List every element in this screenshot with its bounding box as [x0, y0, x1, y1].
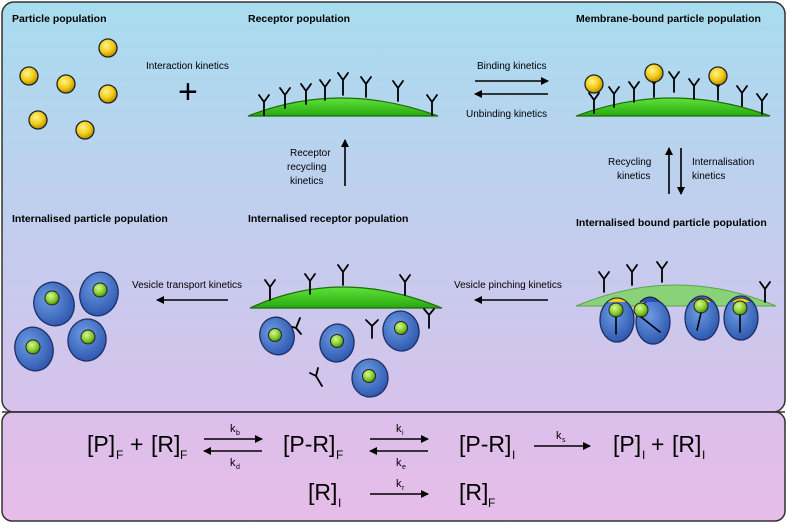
eq-term1-sub: F	[116, 448, 123, 462]
label-interaction-kinetics: Interaction kinetics	[146, 61, 229, 72]
equation-row-1: [P] F + [R] F k b k d [P-R] F k i k e [P…	[87, 423, 705, 471]
label-vesicle-transport: Vesicle transport kinetics	[132, 280, 242, 291]
title-internalised-bound: Internalised bound particle population	[576, 217, 767, 229]
eq-term4-sub: I	[512, 448, 515, 462]
eq-plus: +	[130, 431, 143, 457]
bottom-panel	[1, 411, 786, 522]
internalised-bound-particles	[575, 261, 777, 345]
label-internalisation-2: kinetics	[692, 171, 725, 182]
equation-row-2: [R] I k r [R] F	[308, 478, 495, 510]
eq-term6-sub: I	[702, 448, 705, 462]
k-d-sub: d	[236, 464, 240, 471]
label-internalisation-1: Internalisation	[692, 157, 754, 168]
title-internalised-particle: Internalised particle population	[12, 213, 168, 225]
k-b-sub: b	[236, 430, 240, 437]
eq-term6: [R]	[672, 431, 701, 457]
k-i: k	[396, 423, 402, 435]
k-e-sub: e	[402, 464, 406, 471]
particle	[28, 110, 48, 130]
k-r: k	[396, 478, 402, 490]
label-recycling-1: Recycling	[608, 157, 651, 168]
label-receptor-recycling-3: kinetics	[290, 176, 323, 187]
label-vesicle-pinching: Vesicle pinching kinetics	[454, 280, 562, 291]
k-e: k	[396, 457, 402, 469]
k-s-sub: s	[562, 437, 566, 444]
receptor-membrane	[247, 72, 439, 117]
internalised-particles	[14, 271, 119, 372]
eq2-term1: [R]	[308, 479, 337, 505]
title-membrane-bound: Membrane-bound particle population	[576, 13, 761, 25]
label-receptor-recycling-1: Receptor	[290, 148, 331, 159]
eq2-term2-sub: F	[488, 496, 495, 510]
eq-term2-sub: F	[180, 448, 187, 462]
k-s: k	[556, 430, 562, 442]
membrane-bound-particles	[575, 63, 771, 117]
eq-term5-sub: I	[642, 448, 645, 462]
k-i-sub: i	[402, 430, 404, 437]
k-d: k	[230, 457, 236, 469]
label-recycling-2: kinetics	[617, 171, 650, 182]
label-receptor-recycling-2: recycling	[287, 162, 326, 173]
eq-term5: [P]	[613, 431, 641, 457]
particle	[19, 66, 39, 86]
particle	[75, 120, 95, 140]
eq2-term1-sub: I	[338, 496, 341, 510]
plus-sign: +	[178, 73, 198, 111]
free-particles	[19, 38, 118, 140]
eq-term2: [R]	[151, 431, 180, 457]
k-b: k	[230, 423, 236, 435]
title-particle-population: Particle population	[12, 13, 107, 25]
particle	[98, 84, 118, 104]
eq2-term2: [R]	[459, 479, 488, 505]
title-internalised-receptor: Internalised receptor population	[248, 213, 408, 225]
label-binding-kinetics: Binding kinetics	[477, 61, 546, 72]
particle	[98, 38, 118, 58]
eq-term1: [P]	[87, 431, 115, 457]
label-unbinding-kinetics: Unbinding kinetics	[466, 109, 547, 120]
internalised-receptors	[249, 264, 443, 398]
title-receptor-population: Receptor population	[248, 13, 350, 25]
particle	[56, 74, 76, 94]
k-r-sub: r	[402, 485, 405, 492]
eq-plus2: +	[651, 431, 664, 457]
top-panel	[1, 1, 786, 413]
eq-term4: [P-R]	[459, 431, 511, 457]
eq-term3: [P-R]	[283, 431, 335, 457]
eq-term3-sub: F	[336, 448, 343, 462]
